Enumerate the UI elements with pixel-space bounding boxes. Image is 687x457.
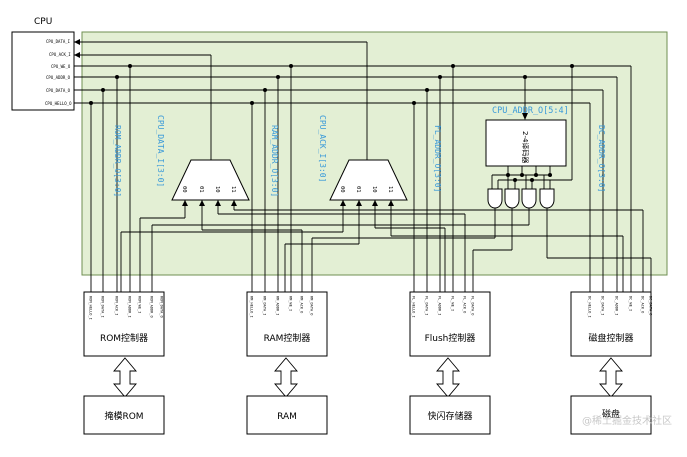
arrow-into-cpu-data — [74, 39, 80, 45]
bus-label-decoder-input: CPU_ADDR_O[5:4] — [492, 106, 569, 116]
mux-1 — [171, 159, 250, 201]
controller-rom-pin: ROM_WE_I — [138, 296, 142, 313]
arrow-into-decoder — [522, 113, 528, 120]
mux-2 — [329, 159, 408, 201]
cpu-title: CPU — [34, 17, 52, 27]
decoder-block — [485, 119, 567, 167]
cpu-port-data-in: CPU_DATA_I — [46, 39, 71, 44]
controller-flush-pin: FL_ACK_O — [463, 296, 467, 313]
controller-flush-pin: FL_HELLO_I — [412, 296, 416, 318]
and-gate-4 — [539, 188, 555, 209]
bus-label-rom-addr: ROM_ADDR_O[3:0] — [113, 125, 122, 197]
controller-disk-pin: DC_HELLO_I — [588, 296, 592, 318]
controller-flush-pin: FL_WE_I — [451, 296, 455, 311]
device-flash-label: 快闪存储器 — [427, 410, 472, 422]
controller-ram-pin: RM_ACK_O — [300, 296, 304, 313]
controller-rom-pin: ROM_HELLO_I — [89, 296, 93, 320]
controller-rom-label: ROM控制器 — [100, 332, 148, 344]
link-arrow-ram — [274, 357, 298, 398]
controller-ram-label: RAM控制器 — [264, 332, 311, 344]
controller-disk-pin: DC_ADDR_I — [615, 296, 619, 315]
controller-rom-pin: ROM_ACK_I — [115, 296, 119, 315]
device-rom-label: 掩模ROM — [104, 410, 143, 422]
controller-rom-pin: ROM_ADDR_I — [128, 296, 132, 318]
mux-1-input-00: 00 — [181, 186, 187, 193]
bus-label-disk-addr: DC_ADDR_O[3:0] — [597, 125, 606, 192]
mux-2-input-01: 01 — [355, 186, 361, 193]
device-rom-box — [83, 395, 165, 435]
bus-label-flash-addr: FL_ADDR_O[3:0] — [433, 125, 442, 192]
bus-label-ram-data: CPU_DATA_I[3:0] — [156, 115, 165, 187]
controller-ram-pin: RM_HELLO_I — [250, 296, 254, 318]
bus-label-ram-addr: RAM_ADDR_O[3:0] — [270, 125, 279, 197]
cpu-port-we-out: CPU_WE_O — [51, 64, 71, 69]
bus-panel — [81, 31, 668, 276]
controller-flush-box — [409, 291, 491, 357]
mux-1-input-10: 10 — [214, 186, 220, 193]
controller-ram-box — [246, 291, 328, 357]
watermark: @稀土掘金技术社区 — [582, 416, 672, 427]
mux-2-input-11: 11 — [387, 186, 393, 193]
link-arrow-flash — [436, 357, 460, 398]
link-arrow-disk — [599, 357, 623, 398]
controller-ram-pin: RM_DATA_O — [310, 296, 314, 315]
arrow-into-cpu-ack — [74, 52, 80, 58]
controller-rom-box — [83, 291, 165, 357]
cpu-block — [11, 31, 75, 111]
controller-disk-pin: DC_DATA_O — [649, 296, 653, 315]
cpu-port-data-out: CPU_DATA_O — [46, 88, 71, 93]
cpu-port-ack-in: CPU_ACK_I — [49, 52, 71, 57]
controller-rom-pin: ROM_DATA_I — [101, 296, 105, 318]
controller-ram-pin: RM_WE_I — [289, 296, 293, 311]
controller-rom-pin: ROM_DATA_O — [160, 296, 164, 318]
and-gate-1 — [487, 188, 503, 209]
bus-label-flash-data: CPU_ACK_I[3:0] — [318, 115, 327, 182]
device-disk-box — [570, 395, 652, 435]
controller-disk-pin: DC_DATA_I — [601, 296, 605, 315]
mux-1-input-01: 01 — [198, 186, 204, 193]
cpu-port-addr-out: CPU_ADDR_O — [46, 75, 71, 80]
device-ram-box — [246, 395, 328, 435]
cpu-port-hello-out: CPU_HELLO_O — [45, 101, 72, 106]
controller-rom-pin: ROM_ADDR_O — [150, 296, 154, 318]
controller-flush-label: Flush控制器 — [425, 332, 476, 344]
controller-flush-pin: FL_ADDR_I — [438, 296, 442, 315]
link-arrow-rom — [113, 357, 137, 398]
mux-1-input-11: 11 — [230, 186, 236, 193]
and-gate-3 — [521, 188, 537, 209]
controller-ram-pin: RM_ADDR_I — [276, 296, 280, 315]
mux-2-input-10: 10 — [371, 186, 377, 193]
mux-2-input-00: 00 — [339, 186, 345, 193]
controller-disk-pin: DC_WE_I — [629, 296, 633, 311]
controller-disk-pin: DC_ACK_O — [641, 296, 645, 313]
device-ram-label: RAM — [277, 412, 297, 422]
device-flash-box — [409, 395, 491, 435]
controller-flush-pin: FL_DATA_O — [471, 296, 475, 315]
controller-disk-label: 磁盘控制器 — [588, 332, 633, 344]
and-gate-2 — [504, 188, 520, 209]
controller-ram-pin: RM_DATA_I — [263, 296, 267, 315]
controller-disk-box — [570, 291, 652, 357]
device-disk-label: 磁盘 — [602, 408, 620, 420]
controller-flush-pin: FL_DATA_I — [425, 296, 429, 315]
decoder-label: 2-4译码器 — [521, 131, 529, 163]
